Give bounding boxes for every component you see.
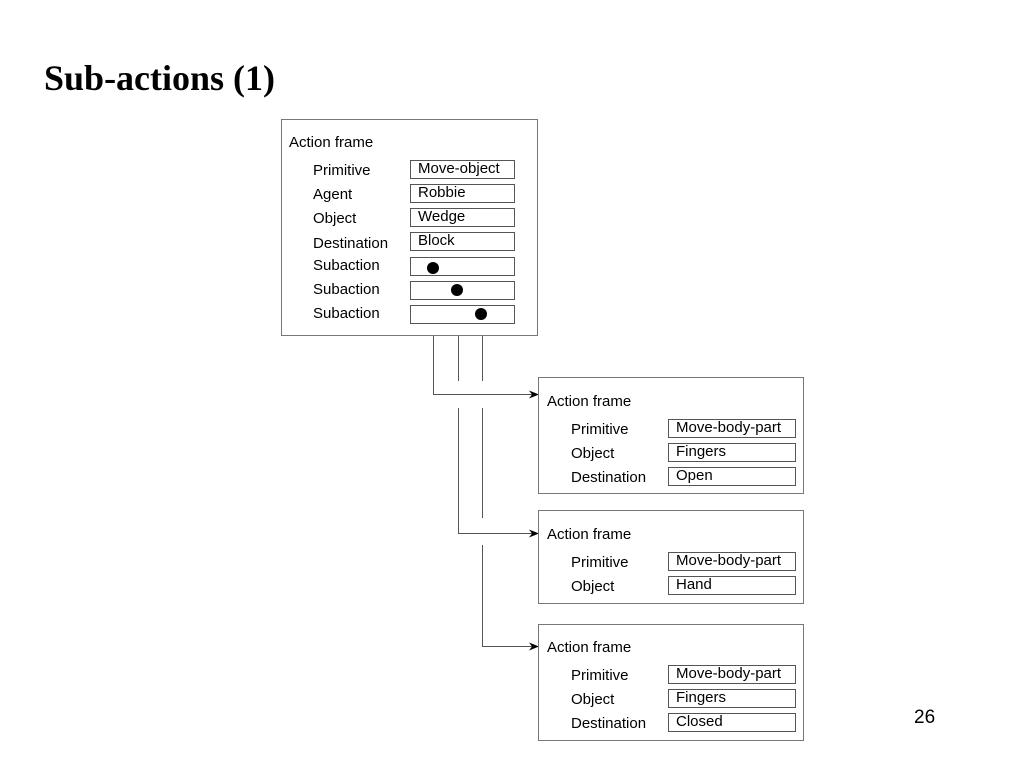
frame-title: Action frame [289, 134, 374, 151]
slot-value-object: Hand [668, 576, 796, 595]
slot-label-primitive: Primitive [571, 667, 629, 684]
slot-label-primitive: Primitive [571, 421, 629, 438]
frame-title: Action frame [547, 526, 632, 543]
slot-value-destination: Block [410, 232, 515, 251]
slot-label-destination: Destination [571, 469, 647, 486]
slot-value-agent: Robbie [410, 184, 515, 203]
slot-label-object: Object [571, 691, 615, 708]
subaction-pointer-dot [427, 262, 439, 274]
subaction-pointer-dot [475, 308, 487, 320]
slot-value-subaction-1 [410, 257, 515, 276]
slot-value-object: Fingers [668, 689, 796, 708]
slot-value-primitive: Move-body-part [668, 665, 796, 684]
slot-label-agent: Agent [313, 186, 353, 203]
slot-value-destination: Closed [668, 713, 796, 732]
slot-label-destination: Destination [571, 715, 647, 732]
frame-title: Action frame [547, 639, 632, 656]
slot-label-object: Object [313, 210, 357, 227]
page-number: 26 [914, 707, 936, 728]
slot-label-object: Object [571, 578, 615, 595]
slot-value-primitive: Move-object [410, 160, 515, 179]
slot-value-object: Wedge [410, 208, 515, 227]
slot-value-primitive: Move-body-part [668, 552, 796, 571]
subaction-pointer-dot [451, 284, 463, 296]
slot-value-destination: Open [668, 467, 796, 486]
action-frame-move-object: Action frame Primitive Move-object Agent… [281, 119, 538, 336]
action-frame-hand: Action frame Primitive Move-body-part Ob… [538, 510, 804, 604]
slot-label-subaction-2: Subaction [313, 281, 380, 298]
slot-value-object: Fingers [668, 443, 796, 462]
slot-label-subaction-1: Subaction [313, 257, 380, 274]
slot-label-destination: Destination [313, 235, 389, 252]
slot-label-subaction-3: Subaction [313, 305, 380, 322]
connector-subaction-3-lower [482, 545, 539, 651]
connector-subaction-2-lower [458, 408, 539, 538]
slot-label-object: Object [571, 445, 615, 462]
slot-label-primitive: Primitive [313, 162, 371, 179]
slide-title: Sub-actions (1) [44, 58, 276, 98]
slot-label-primitive: Primitive [571, 554, 629, 571]
action-frame-fingers-open: Action frame Primitive Move-body-part Ob… [538, 377, 804, 494]
action-frame-fingers-closed: Action frame Primitive Move-body-part Ob… [538, 624, 804, 741]
slot-value-subaction-3 [410, 305, 515, 324]
slot-value-primitive: Move-body-part [668, 419, 796, 438]
frame-title: Action frame [547, 393, 632, 410]
